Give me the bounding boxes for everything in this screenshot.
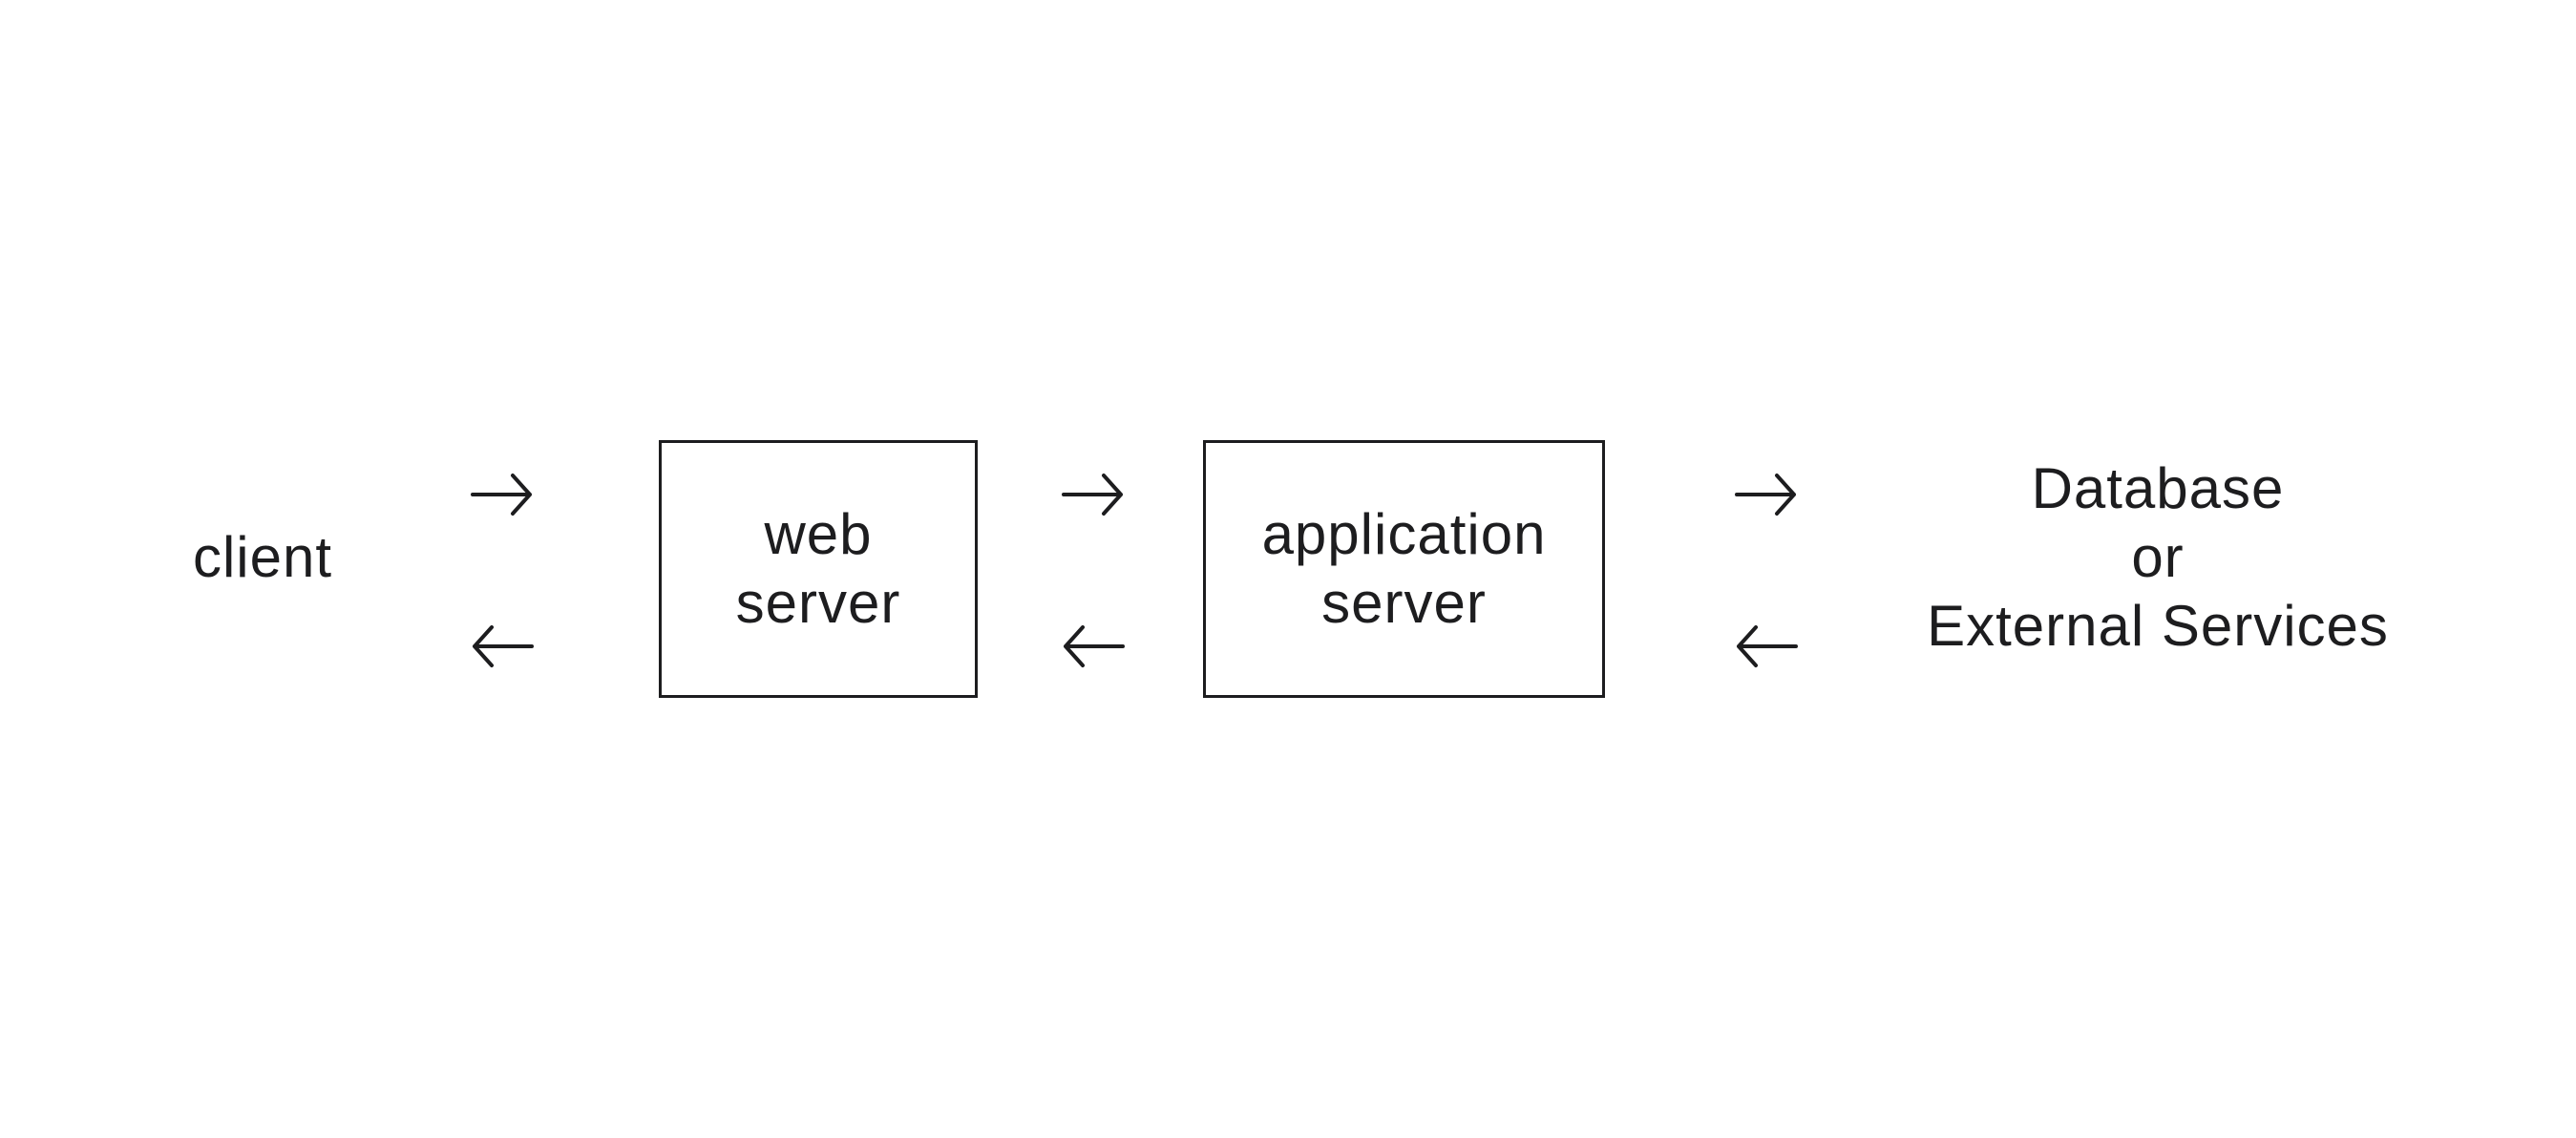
web-server-box: web server [659,440,978,698]
client-label: client [192,525,333,589]
backend-to-app-arrow-icon [1735,622,1798,670]
web-server-label-line2: server [735,571,901,635]
client-to-web-arrow-icon [471,471,534,518]
web-to-client-arrow-icon [471,622,534,670]
backend-label: Database or External Services [1890,454,2425,661]
app-to-web-arrow-icon [1062,622,1125,670]
web-to-app-arrow-icon [1062,471,1125,518]
web-server-label-line1: web [764,502,873,566]
backend-label-line2: or [2131,525,2185,589]
app-to-backend-arrow-icon [1735,471,1798,518]
backend-label-line1: Database [2031,456,2285,520]
application-server-label-line1: application [1261,502,1547,566]
application-server-label-line2: server [1321,571,1487,635]
application-server-box: application server [1203,440,1605,698]
backend-label-line3: External Services [1927,594,2389,658]
